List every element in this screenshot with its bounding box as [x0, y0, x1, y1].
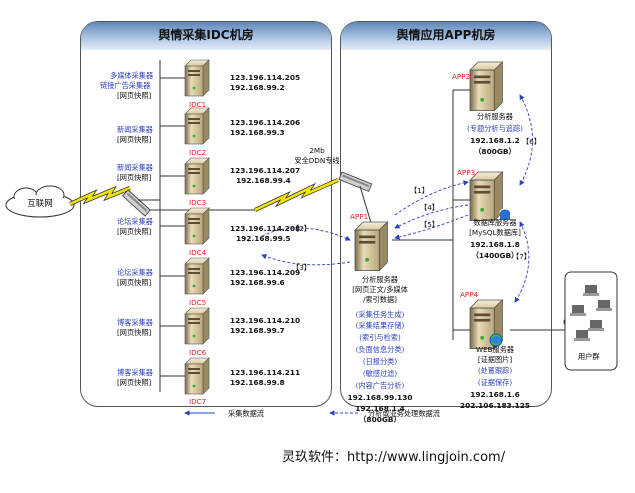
collector-1-ip-private: 192.168.99.2 — [230, 83, 285, 92]
collector-4-line-1: 论坛采集器 — [117, 217, 153, 226]
collector-7-ip-private: 192.168.99.8 — [230, 378, 285, 387]
collector-7-line-1: 博客采集器 — [117, 368, 153, 377]
legend-collect: 采集数据流 — [228, 409, 264, 418]
app4-ip-1: 192.168.1.6 — [470, 390, 520, 399]
app-switch — [338, 171, 373, 192]
collector-6-line-2: [网页快照] — [117, 328, 152, 337]
collector-6-ip-private: 192.168.99.7 — [230, 326, 285, 335]
app4-func-1: (处置跟踪) — [477, 366, 513, 375]
app2-func: (专题分析与追踪) — [467, 124, 523, 133]
flow-label-5: 【5】 — [420, 220, 439, 229]
collector-5-line-1: 论坛采集器 — [117, 268, 153, 277]
app3-disk: （1400GB） — [471, 251, 519, 260]
collector-2-ip-private: 192.168.99.3 — [230, 128, 285, 137]
collector-1-line-1: 多媒体采集器 — [110, 71, 154, 80]
collector-5-line-2: [网页快照] — [117, 278, 152, 287]
app1-func-5: (日报分类) — [362, 357, 398, 366]
flow-label-2: 【2】 — [292, 224, 311, 233]
collector-7-ip-public: 123.196.114.211 — [230, 368, 301, 377]
collector-6-ip-public: 123.196.114.210 — [230, 316, 301, 325]
flow-label-4: 【4】 — [420, 203, 439, 212]
app1-disk: （800GB） — [359, 415, 401, 424]
collector-7-line-2: [网页快照] — [117, 378, 152, 387]
collector-servers — [160, 59, 210, 395]
flow-label-3: 【3】 — [292, 263, 311, 272]
app3-desc: [MySQL数据库] — [469, 228, 521, 237]
app2-title: 分析服务器 — [477, 112, 513, 121]
app1-func-4: (负面信息分类) — [355, 345, 405, 354]
flow-label-6: 【6】 — [522, 137, 541, 146]
collector-1-tag: IDC1 — [189, 100, 207, 109]
app1-tag: APP1 — [350, 212, 369, 221]
ddn-bandwidth: 2Mb — [309, 146, 325, 155]
collector-4-ip-private: 192.168.99.5 — [236, 234, 291, 243]
app1-func-6: (敏感过滤) — [362, 369, 398, 378]
app1-func-3: (索引与检索) — [359, 333, 401, 342]
collector-2-line-1: 新闻采集器 — [117, 125, 153, 134]
app2-tag: APP2 — [452, 72, 471, 81]
app4-func-2: (证据保存) — [477, 378, 513, 387]
footer-link[interactable]: 灵玖软件：http://www.lingjoin.com/ — [282, 450, 506, 465]
ddn-name: 安全DDN专线 — [294, 156, 340, 165]
collector-2-ip-public: 123.196.114.206 — [230, 118, 301, 127]
app1-desc-1: [网页正文/多媒体 — [352, 285, 408, 294]
app4-title: WEB服务器 — [475, 345, 515, 354]
app1-ip-1: 192.168.99.130 — [347, 393, 413, 402]
flow-arrows — [261, 94, 533, 303]
collector-5-tag: IDC5 — [189, 298, 207, 307]
app1-func-2: (采集结果存储) — [355, 321, 405, 330]
collector-5-ip-public: 123.196.114.209 — [230, 268, 301, 277]
app1-title: 分析服务器 — [362, 275, 398, 284]
collector-6-line-1: 博客采集器 — [117, 318, 153, 327]
app1-func-7: (内容广告分析) — [355, 381, 405, 390]
app3-title: 数据库服务器 — [473, 218, 517, 227]
app4-desc: [证据图片] — [477, 355, 513, 364]
collector-1-line-3: [网页快照] — [117, 91, 152, 100]
app-panel-title: 舆情应用APP机房 — [341, 22, 551, 50]
collector-4-tag: IDC4 — [189, 248, 207, 257]
collector-1-ip-public: 123.196.114.205 — [230, 73, 301, 82]
collector-3-ip-private: 192.168.99.4 — [236, 176, 291, 185]
idc-panel-title: 舆情采集IDC机房 — [81, 22, 331, 50]
flow-label-1: 【1】 — [410, 186, 429, 195]
app4-tag: APP4 — [460, 290, 479, 299]
collector-3-ip-public: 123.196.114.207 — [230, 166, 301, 175]
collector-3-line-2: [网页快照] — [117, 173, 152, 182]
collector-4-ip-public: 123.196.114.208 — [230, 224, 301, 233]
app-servers — [354, 61, 511, 350]
flow-label-7: 【7】 — [512, 252, 531, 261]
collector-3-line-1: 新闻采集器 — [117, 163, 153, 172]
app-panel: 舆情应用APP机房 — [340, 21, 552, 407]
legend-analysis: 分析或业务处理数据流 — [368, 409, 440, 418]
app4-ip-2: 202.106.183.125 — [459, 401, 531, 410]
app3-ip: 192.168.1.8 — [470, 240, 520, 249]
collector-2-tag: IDC2 — [189, 148, 207, 157]
internet-cloud — [5, 185, 75, 218]
collector-1-line-2: 链接广告采集器 — [100, 81, 151, 90]
collector-2-line-2: [网页快照] — [117, 135, 152, 144]
collector-5-ip-private: 192.168.99.6 — [230, 278, 285, 287]
collector-4-line-2: [网页快照] — [117, 227, 152, 236]
app1-func-1: (采集任务生成) — [355, 310, 405, 319]
collector-7-tag: IDC7 — [189, 397, 207, 406]
app1-desc-2: /索引数据] — [363, 295, 397, 304]
idc-switch — [122, 189, 151, 217]
collector-3-tag: IDC3 — [189, 198, 207, 207]
app2-ip: 192.168.1.2 — [470, 136, 520, 145]
app2-disk: （800GB） — [474, 147, 516, 156]
app1-ip-2: 192.168.1.4 — [355, 404, 405, 413]
collector-6-tag: IDC6 — [189, 348, 207, 357]
user-group-label: 用户群 — [578, 352, 600, 361]
app3-tag: APP3 — [457, 168, 476, 177]
user-group — [563, 271, 618, 371]
internet-label: 互联网 — [27, 199, 53, 209]
